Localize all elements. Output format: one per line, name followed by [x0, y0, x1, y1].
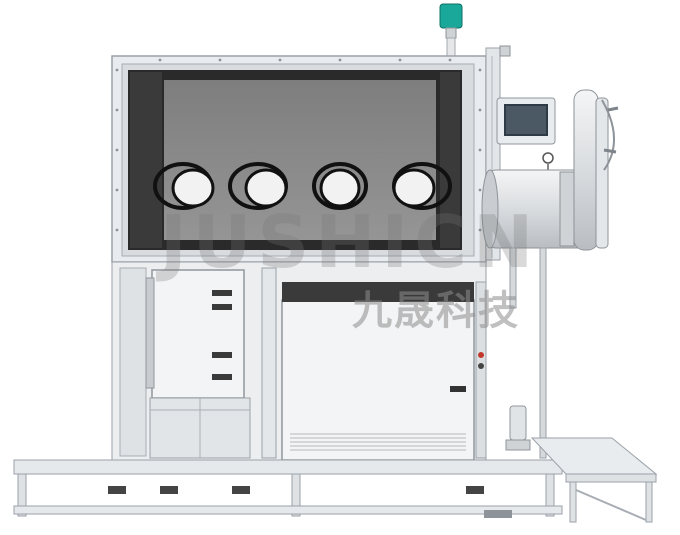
indicator-light — [439, 3, 463, 57]
antechamber-cylinder — [481, 89, 619, 459]
glove-port-3 — [312, 162, 368, 210]
vacuum-pump — [505, 405, 531, 451]
glove-port-2 — [228, 162, 288, 210]
glove-port-4 — [392, 162, 452, 210]
side-table — [530, 437, 658, 523]
base-frame — [13, 459, 563, 518]
glove-port-1 — [153, 162, 215, 210]
control-screen — [496, 97, 556, 145]
pump-cabinet — [281, 299, 475, 461]
main-chamber — [111, 55, 487, 263]
lower-cabinet — [111, 261, 487, 461]
door-hinge — [212, 290, 232, 380]
ventilation-grille — [290, 433, 466, 451]
